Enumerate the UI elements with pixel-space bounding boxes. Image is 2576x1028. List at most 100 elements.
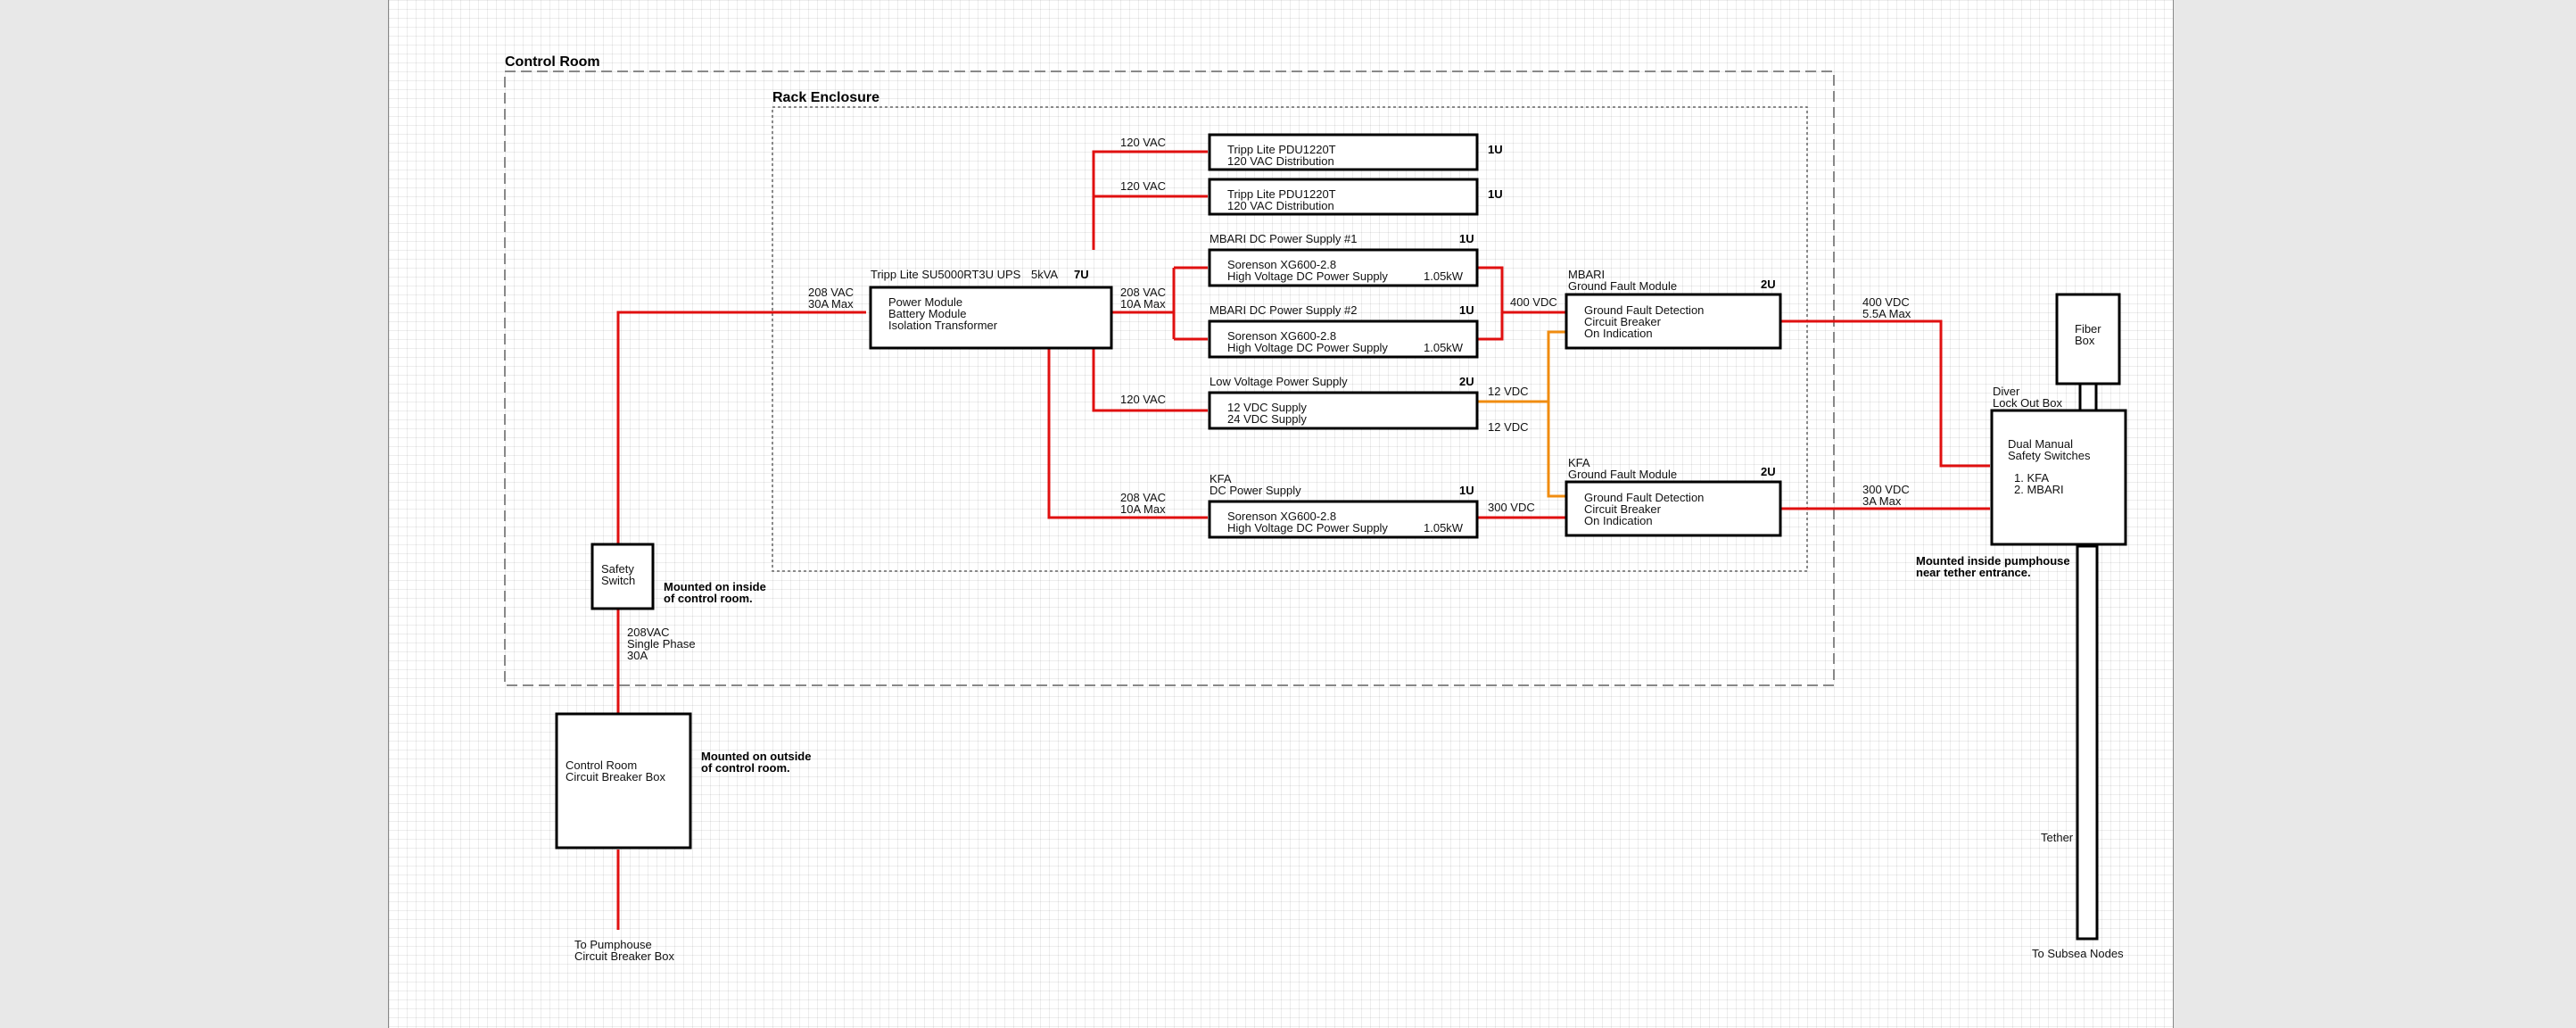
- kfa-dc-line1: Sorenson XG600-2.8: [1227, 510, 1336, 523]
- ups-line3: Isolation Transformer: [888, 319, 998, 332]
- lockout-line4: 2. MBARI: [2014, 483, 2064, 496]
- mbari-gf-input: 400 VDC: [1510, 295, 1557, 309]
- power-diagram: Control Room Rack Enclosure Tripp Lite S…: [504, 54, 2127, 963]
- lv-block: Low Voltage Power Supply 2U 12 VDC Suppl…: [1120, 375, 1529, 434]
- mbari-gf-title-2: Ground Fault Module: [1568, 279, 1677, 293]
- pdu1-block: 120 VAC Tripp Lite PDU1220T 120 VAC Dist…: [1120, 133, 1503, 171]
- ups-title: Tripp Lite SU5000RT3U UPS: [871, 268, 1021, 281]
- breaker-note-1: Mounted on outside: [701, 750, 811, 763]
- pdu2-box: [1208, 178, 1479, 216]
- breaker-note-2: of control room.: [701, 761, 790, 775]
- kfa-dc-line2: High Voltage DC Power Supply: [1227, 521, 1388, 535]
- breaker-line1: Control Room: [566, 759, 637, 772]
- lockout-box: [1990, 409, 2127, 546]
- kfa-gf-output-current: 3A Max: [1862, 494, 1902, 508]
- dc2-title: MBARI DC Power Supply #2: [1210, 303, 1357, 317]
- safety-line2: Switch: [601, 574, 635, 587]
- breaker-box: [555, 712, 692, 850]
- dc1-box: [1208, 248, 1479, 287]
- lv-title: Low Voltage Power Supply: [1210, 375, 1348, 388]
- lv-feed: 120 VAC: [1120, 393, 1166, 406]
- safety-note-2: of control room.: [664, 592, 753, 605]
- control-room-heading: Control Room: [505, 54, 600, 70]
- diagram-page: Control Room Rack Enclosure Tripp Lite S…: [388, 0, 2174, 1028]
- fiber-box-block: Fiber Box: [2055, 293, 2121, 412]
- mbari-gf-title-1: MBARI: [1568, 268, 1605, 281]
- lv-line1: 12 VDC Supply: [1227, 401, 1307, 414]
- dc-feed-current: 10A Max: [1120, 297, 1166, 311]
- mbari-gf-output-voltage: 400 VDC: [1862, 295, 1910, 309]
- lockout-title-2: Lock Out Box: [1993, 396, 2063, 410]
- kfa-dc-rating: 1.05kW: [1424, 521, 1464, 535]
- pdu1-line2: 120 VAC Distribution: [1227, 154, 1334, 168]
- dc2-block: MBARI DC Power Supply #2 1U Sorenson XG6…: [1208, 303, 1479, 359]
- mbari-gf-box: [1565, 293, 1782, 350]
- kfa-dc-feed-voltage: 208 VAC: [1120, 491, 1166, 504]
- lockout-line1: Dual Manual: [2008, 437, 2073, 451]
- ups-rating: 5kVA: [1031, 268, 1058, 281]
- dc-feed-voltage: 208 VAC: [1120, 286, 1166, 299]
- kfa-dc-output: 300 VDC: [1488, 501, 1535, 514]
- dc2-units: 1U: [1459, 303, 1474, 317]
- kfa-gf-units: 2U: [1761, 465, 1776, 478]
- pdu2-block: 120 VAC Tripp Lite PDU1220T 120 VAC Dist…: [1120, 178, 1503, 216]
- mbari-gf-line2: Circuit Breaker: [1584, 315, 1662, 328]
- fiber-line1: Fiber: [2075, 322, 2101, 336]
- pdu1-box: [1208, 133, 1479, 171]
- safety-note-1: Mounted on inside: [664, 580, 766, 593]
- kfa-dc-box: [1208, 500, 1479, 539]
- pdu1-feed: 120 VAC: [1120, 136, 1166, 149]
- tether-label: Tether: [2041, 831, 2074, 844]
- pdu2-feed: 120 VAC: [1120, 179, 1166, 193]
- ups-input-voltage: 208 VAC: [808, 286, 854, 299]
- mbari-gf-line1: Ground Fault Detection: [1584, 303, 1704, 317]
- mbari-gf-output-current: 5.5A Max: [1862, 307, 1911, 320]
- control-room-frame: [504, 70, 1835, 686]
- mbari-gf-units: 2U: [1761, 278, 1776, 291]
- lv-output-b: 12 VDC: [1488, 420, 1529, 434]
- dc2-line2: High Voltage DC Power Supply: [1227, 341, 1388, 354]
- kfa-dc-units: 1U: [1459, 484, 1474, 497]
- dc1-block: MBARI DC Power Supply #1 1U Sorenson XG6…: [1208, 232, 1479, 287]
- pdu2-line2: 120 VAC Distribution: [1227, 199, 1334, 212]
- dc1-line2: High Voltage DC Power Supply: [1227, 269, 1388, 283]
- tether-block: Tether To Subsea Nodes: [2032, 544, 2124, 960]
- lockout-note-1: Mounted inside pumphouse: [1916, 554, 2070, 568]
- kfa-gf-block: KFA Ground Fault Module 2U Ground Fault …: [1565, 456, 1910, 537]
- ups-box: [869, 286, 1113, 350]
- lockout-note-2: near tether entrance.: [1916, 566, 2031, 579]
- kfa-gf-box: [1565, 480, 1782, 537]
- tether-cable: [2076, 544, 2099, 941]
- fiber-connector: [2078, 382, 2098, 412]
- safety-line1: Safety: [601, 562, 634, 576]
- dc2-rating: 1.05kW: [1424, 341, 1464, 354]
- breaker-destination-1: To Pumphouse: [574, 938, 652, 951]
- dc2-line1: Sorenson XG600-2.8: [1227, 329, 1336, 343]
- breaker-destination-2: Circuit Breaker Box: [574, 949, 674, 963]
- kfa-dc-block: KFA DC Power Supply 1U Sorenson XG600-2.…: [1120, 472, 1535, 539]
- kfa-gf-line3: On Indication: [1584, 514, 1653, 527]
- lv-units: 2U: [1459, 375, 1474, 388]
- safety-switch-box: [590, 543, 655, 610]
- pdu2-units: 1U: [1488, 187, 1503, 201]
- dc1-title: MBARI DC Power Supply #1: [1210, 232, 1357, 245]
- dc1-line1: Sorenson XG600-2.8: [1227, 258, 1336, 271]
- low-voltage-wiring: [1477, 330, 1566, 498]
- breaker-box-block: Control Room Circuit Breaker Box Mounted…: [555, 712, 811, 963]
- lockout-line3: 1. KFA: [2014, 471, 2049, 485]
- lv-box: [1208, 391, 1479, 430]
- rack-enclosure-heading: Rack Enclosure: [772, 90, 879, 105]
- kfa-gf-title-1: KFA: [1568, 456, 1590, 469]
- tether-destination: To Subsea Nodes: [2032, 947, 2124, 960]
- lv-output-a: 12 VDC: [1488, 385, 1529, 398]
- kfa-gf-title-2: Ground Fault Module: [1568, 468, 1677, 481]
- kfa-dc-feed-current: 10A Max: [1120, 502, 1166, 516]
- kfa-gf-line1: Ground Fault Detection: [1584, 491, 1704, 504]
- pdu1-line1: Tripp Lite PDU1220T: [1227, 143, 1336, 156]
- lockout-line2: Safety Switches: [2008, 449, 2091, 462]
- pdu2-line1: Tripp Lite PDU1220T: [1227, 187, 1336, 201]
- kfa-gf-output-voltage: 300 VDC: [1862, 483, 1910, 496]
- safety-feed-phase: Single Phase: [627, 637, 696, 651]
- fiber-line2: Box: [2075, 334, 2095, 347]
- high-voltage-wiring: [616, 150, 1990, 930]
